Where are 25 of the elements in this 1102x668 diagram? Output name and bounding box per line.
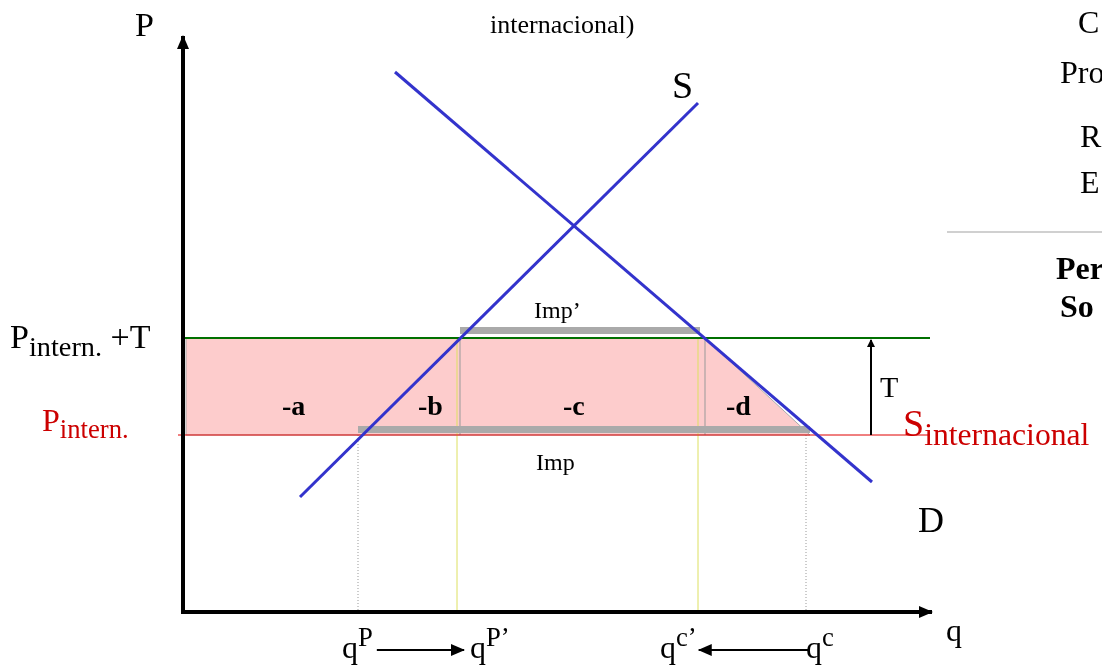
bar-label: Imp’ <box>534 298 581 322</box>
body-text: E <box>1080 166 1100 198</box>
curve-label: S <box>672 66 694 104</box>
price-label: P$_{intern.}$ <box>42 404 129 444</box>
heading-text: C <box>1078 6 1100 38</box>
arrow <box>375 644 465 656</box>
area-label: -b <box>418 392 443 420</box>
area-label: -a <box>282 392 306 420</box>
curve-label: D <box>918 502 944 538</box>
quantity-label: q$^{P’}$ <box>470 624 510 663</box>
quantity-label: q$^{c}$ <box>806 624 834 663</box>
area-label: -c <box>563 392 585 420</box>
quantity-label: q$^{P}$ <box>342 624 373 663</box>
heading-text: So <box>1060 290 1094 322</box>
arrow <box>697 644 809 656</box>
axis-label: q <box>946 614 962 646</box>
area-label: -d <box>726 392 751 420</box>
axis-title: internacional) <box>490 12 635 38</box>
quantity-label: q$^{c’}$ <box>660 624 697 663</box>
price-label: P$_{intern.}$ +T <box>10 320 151 362</box>
curve-label: S$_{internacional}$ <box>903 404 1090 451</box>
dimension-label: T <box>880 372 899 402</box>
body-text: R <box>1080 120 1102 152</box>
axis-label: P <box>135 8 154 42</box>
bar-label: Imp <box>536 450 575 474</box>
